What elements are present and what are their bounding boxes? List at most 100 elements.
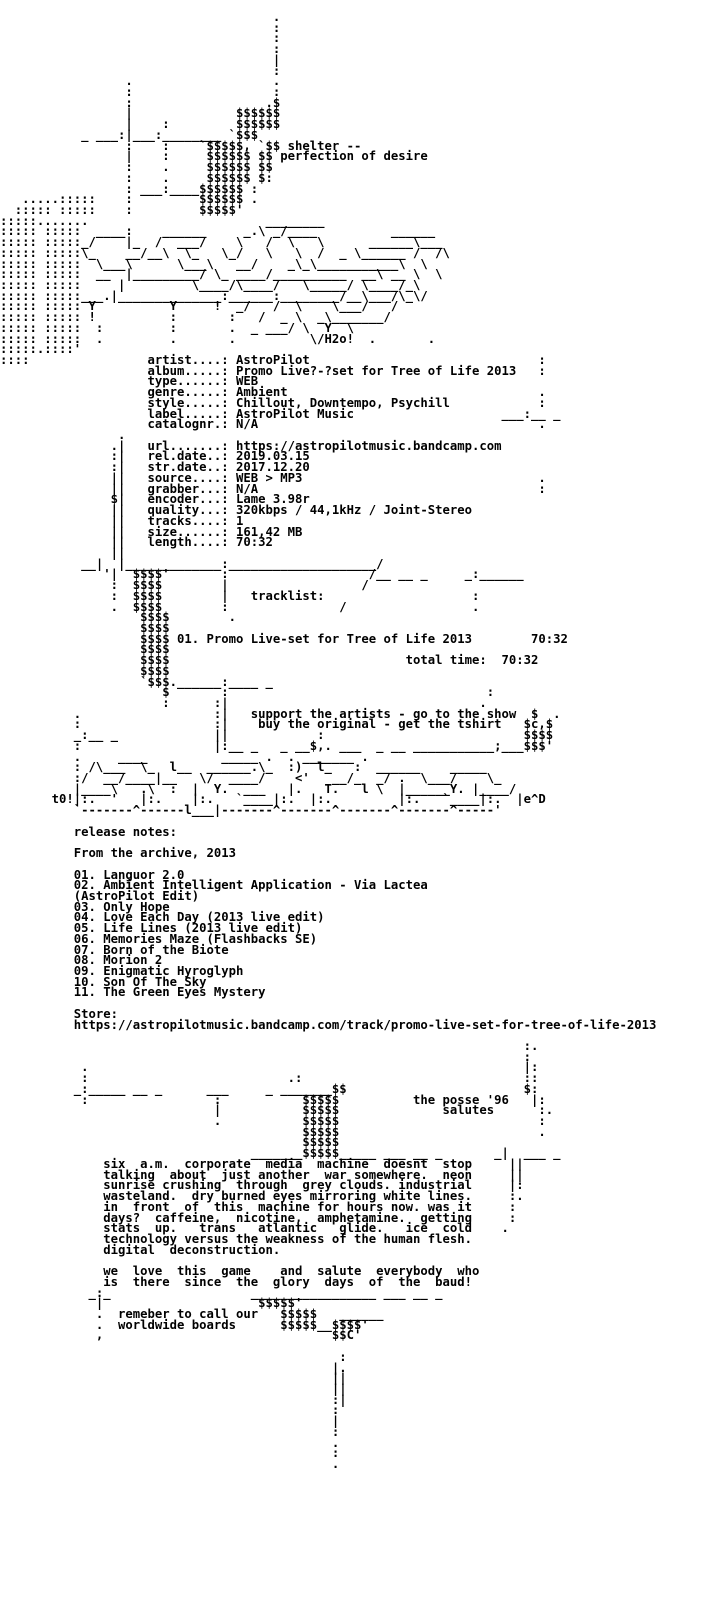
- nfo-line: ||: [0, 1382, 347, 1396]
- nfo-line: :: [0, 20, 281, 35]
- nfo-line: 04. Love Each Day (2013 live edit): [0, 910, 325, 925]
- nfo-line: :.: [0, 1039, 539, 1053]
- nfo-line: || quality...: 320kbps / 44,1kHz / Joint…: [0, 503, 473, 518]
- nfo-line: t0!|:. ' |:. |:. `____|:. |:. |:. `____|…: [0, 792, 546, 807]
- nfo-line: . :| support the artists - go to the sho…: [0, 706, 561, 721]
- nfo-line: label.....: AstroPilot Music ___:__ _: [0, 406, 561, 421]
- nfo-line: : |:__ _ _ __$,. ___ _ __ ___________;__…: [0, 738, 554, 753]
- nfo-line: : : `$$$$$, `$$ shelter --: [0, 138, 362, 153]
- nfo-line: ::::: ::::: ____: ______ _.\ _/____ ____…: [0, 224, 436, 239]
- nfo-line: :: [0, 1424, 340, 1439]
- nfo-line: : ___:____$$$$$$ :: [0, 181, 259, 196]
- nfo-line: || source....: WEB > MP3 .: [0, 470, 546, 485]
- nfo-line: $$$$ .: [0, 610, 237, 625]
- nfo-line: days? caffeine, nicotine, amphetamine. g…: [0, 1210, 517, 1225]
- nfo-line: :: [0, 42, 281, 57]
- nfo-line: digital deconstruction.: [0, 1242, 281, 1257]
- nfo-line: https://astropilotmusic.bandcamp.com/tra…: [0, 1017, 657, 1032]
- nfo-line: 11. The Green Eyes Mystery: [0, 985, 266, 1000]
- nfo-line: . $$$$$ :: [0, 1114, 546, 1129]
- nfo-line: 05. Life Lines (2013 live edit): [0, 921, 303, 936]
- nfo-line: || grabber...: N/A :: [0, 481, 546, 496]
- nfo-line: type......: WEB: [0, 374, 259, 389]
- nfo-line: . $$$$ : / .: [0, 599, 480, 614]
- nfo-line: :| str.date..: 2017.12.20: [0, 460, 310, 475]
- nfo-line: 07. Born of the Biote: [0, 942, 229, 957]
- nfo-line: :::: artist....: AstroPilot :: [0, 353, 546, 367]
- nfo-line: 01. Languor 2.0: [0, 867, 185, 882]
- nfo-line: |: [0, 1414, 340, 1429]
- nfo-line: :: [0, 31, 281, 46]
- nfo-line: , $$C': [0, 1328, 362, 1343]
- nfo-line: . worldwide boards $$$$$__$$$$': [0, 1317, 369, 1332]
- nfo-line: : :: [0, 85, 281, 100]
- nfo-line: : . $$$$$$ $:: [0, 170, 273, 185]
- nfo-line: .| url.......: https://astropilotmusic.b…: [0, 438, 502, 453]
- nfo-line: : :| .: [0, 696, 487, 710]
- nfo-line: .....::::: : $$$$$$ .: [0, 192, 259, 207]
- nfo-line: '| $$$$' : /__ __ _ _:______: [0, 567, 524, 582]
- nfo-line: :|: [0, 1392, 347, 1407]
- nfo-line: . remeber to call our $$$$$ ______: [0, 1306, 384, 1321]
- nfo-line: |____\ .\ : | Y. ___ |. T. l \ |______Y.…: [0, 781, 517, 796]
- nfo-line: in front of this machine for hours now. …: [0, 1199, 517, 1214]
- nfo-line: is there since the glory days of the bau…: [0, 1274, 473, 1289]
- nfo-line: ::::: ::::: . . . \/H2o! . .: [0, 331, 436, 346]
- nfo-line: 06. Memories Maze (Flashbacks SE): [0, 931, 318, 946]
- nfo-line: _:_____ __ _ ___ _ _______$$ $:: [0, 1081, 539, 1096]
- nfo-line: :: [0, 1446, 340, 1461]
- nfo-line: stats up. trans atlantic glide. ice cold…: [0, 1221, 509, 1236]
- nfo-line: $$$$$: [0, 1135, 340, 1150]
- nfo-line: Store:: [0, 1006, 119, 1021]
- nfo-line: ::::: :::::___.|______________:______:__…: [0, 288, 428, 303]
- nfo-line: _:_ _________________ ___ __ _: [0, 1285, 443, 1300]
- nfo-line: . .: [0, 74, 281, 89]
- nfo-line: 02. Ambient Intelligent Application - Vi…: [0, 878, 428, 893]
- nfo-line: $$$$ 01. Promo Live-set for Tree of Life…: [0, 631, 568, 646]
- nfo-line: : :| buy the original - get the tshirt $…: [0, 717, 554, 732]
- nfo-line: $$$$: [0, 642, 170, 657]
- nfo-line: :::::....... ________: [0, 213, 325, 228]
- nfo-line: | $$$$$ salutes :.: [0, 1103, 554, 1118]
- nfo-line: : $$$$ | /: [0, 578, 369, 593]
- nfo-line: style.....: Chillout, Downtempo, Psychil…: [0, 395, 546, 410]
- nfo-line: : .$: [0, 95, 281, 110]
- nfo-line: $| encoder...: Lame 3.98r: [0, 492, 310, 507]
- nfo-line: From the archive, 2013: [0, 846, 237, 861]
- nfo-line: ::::: ::::: __ |_________/ \_ ____/_____…: [0, 267, 443, 282]
- nfo-line: .: [0, 1457, 340, 1470]
- nfo-line: :| rel.date..: 2019.03.15: [0, 449, 310, 464]
- nfo-line: .: [0, 428, 126, 443]
- nfo-line: 03. Only Hope: [0, 899, 170, 914]
- nfo-line: talking about just another war somewhere…: [0, 1167, 524, 1182]
- nfo-line: |: [0, 52, 281, 67]
- nfo-line: :::::.::::': [0, 342, 82, 357]
- nfo-line: |.: [0, 1360, 347, 1375]
- nfo-line: $$$$: [0, 663, 170, 678]
- nfo-line: :: [0, 1049, 532, 1064]
- nfo-line: | $$$$$': [0, 1296, 303, 1311]
- nfo-line: $$$$ total time: 70:32: [0, 653, 539, 668]
- nfo-line: `$$$.______:____ _: [0, 674, 273, 689]
- nfo-line: :: [0, 63, 281, 78]
- nfo-line: ::::: :::::_/ |_ / ___/ \ / \ \ ______\_…: [0, 235, 443, 250]
- nfo-line: ::::: ::::: : : . _ ___/ \ Y \: [0, 320, 355, 335]
- nfo-line: :: [0, 1349, 347, 1364]
- nfo-ascii-art-text: . : : : | :: [0, 12, 728, 1470]
- nfo-line: . ____ _____ . . _______ .: [0, 749, 369, 764]
- nfo-line: || length....: 70:32: [0, 535, 273, 550]
- nfo-line: .: [0, 1435, 340, 1450]
- nfo-line: technology versus the weakness of the hu…: [0, 1231, 473, 1246]
- nfo-line: ::::: ::::: | \____/\____/ \_____/ \____…: [0, 277, 421, 292]
- nfo-line: genre.....: Ambient .: [0, 385, 546, 400]
- nfo-line: : . $$$$$$ $$: [0, 160, 273, 175]
- nfo-line: wasteland. dry burned eyes mirroring whi…: [0, 1189, 524, 1204]
- nfo-line: : /\___ \_ l__ ______.\_ :) l_ : ______ …: [0, 760, 487, 775]
- nfo-line: : .: ::: [0, 1071, 539, 1086]
- nfo-line: .: [0, 12, 281, 24]
- nfo-line: `-------^------l___|-------^-------^----…: [0, 803, 502, 818]
- nfo-line: we love this game and salute everybody w…: [0, 1264, 480, 1279]
- nfo-line: || tracks....: 1: [0, 513, 244, 528]
- nfo-line: release notes:: [0, 824, 178, 839]
- nfo-line: | $$$$$$: [0, 106, 281, 121]
